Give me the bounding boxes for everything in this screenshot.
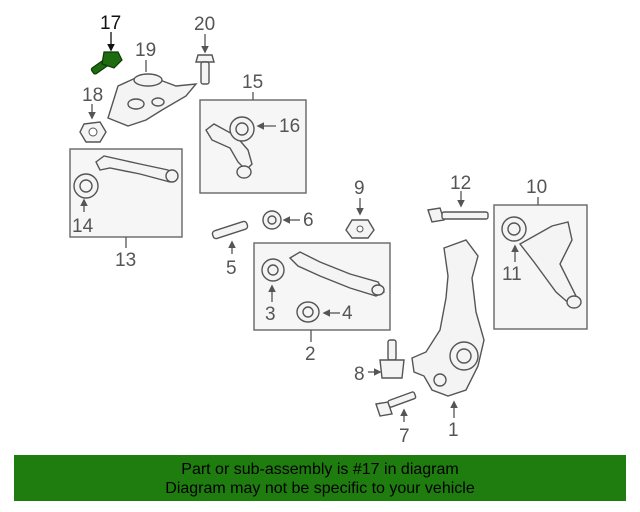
callout-5[interactable]: 5 xyxy=(226,258,237,279)
assembly-box-13[interactable] xyxy=(69,148,183,238)
callout-2[interactable]: 2 xyxy=(305,344,316,365)
nut-18[interactable] xyxy=(79,104,107,143)
callout-9[interactable]: 9 xyxy=(354,178,365,199)
bolt-12[interactable] xyxy=(427,191,489,223)
subframe-mount-19[interactable] xyxy=(107,73,198,127)
callout-18[interactable]: 18 xyxy=(82,85,103,106)
assembly-box-15[interactable] xyxy=(199,99,307,194)
nut-9[interactable] xyxy=(345,198,375,239)
bolt-20[interactable] xyxy=(195,34,215,85)
callout-15[interactable]: 15 xyxy=(242,72,263,93)
callout-14[interactable]: 14 xyxy=(72,216,94,237)
assembly-box-2[interactable] xyxy=(253,242,391,331)
assembly-box-10[interactable] xyxy=(493,204,588,330)
banner-line-1: Part or sub-assembly is #17 in diagram xyxy=(181,461,459,478)
callout-4[interactable]: 4 xyxy=(342,303,353,324)
parts-diagram: 17 19 20 18 15 16 14 xyxy=(69,13,588,447)
callout-17[interactable]: 17 xyxy=(100,13,121,34)
callout-16[interactable]: 16 xyxy=(279,116,300,137)
callout-8[interactable]: 8 xyxy=(354,364,365,385)
callout-1[interactable]: 1 xyxy=(448,420,459,441)
callout-13[interactable]: 13 xyxy=(115,250,136,271)
steering-knuckle-1[interactable] xyxy=(411,239,485,418)
ball-joint-8[interactable] xyxy=(368,339,405,379)
bushing-6[interactable] xyxy=(262,210,300,230)
callout-6[interactable]: 6 xyxy=(303,210,314,231)
callout-20[interactable]: 20 xyxy=(194,14,215,35)
bolt-7[interactable] xyxy=(375,391,417,422)
callout-19[interactable]: 19 xyxy=(135,40,156,61)
callout-10[interactable]: 10 xyxy=(526,177,547,198)
callout-12[interactable]: 12 xyxy=(450,173,471,194)
callout-11[interactable]: 11 xyxy=(502,264,522,285)
pin-5[interactable] xyxy=(211,220,249,254)
info-banner: Part or sub-assembly is #17 in diagram D… xyxy=(14,455,626,501)
banner-line-2: Diagram may not be specific to your vehi… xyxy=(165,480,475,497)
callout-3[interactable]: 3 xyxy=(265,304,276,325)
callout-7[interactable]: 7 xyxy=(399,426,410,447)
bolt-17[interactable] xyxy=(90,32,123,75)
